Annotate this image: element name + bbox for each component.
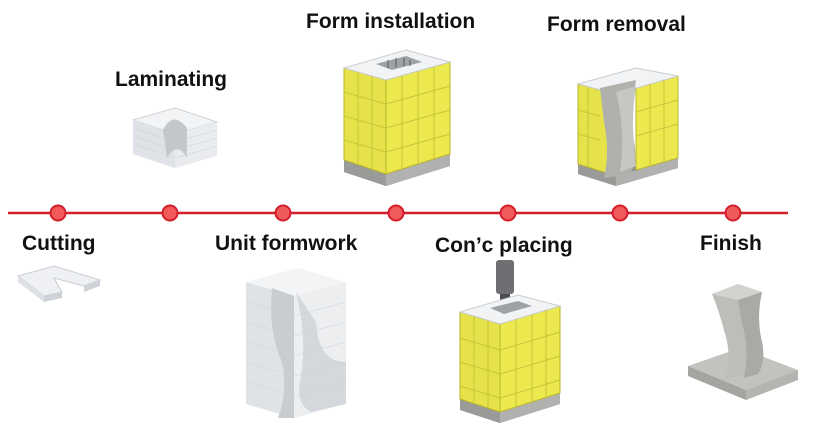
step-label-cutting: Cutting — [22, 232, 96, 255]
timeline-node-form-removal — [611, 204, 629, 222]
form-installation-illustration — [342, 49, 452, 186]
timeline-node-conc-placing — [499, 204, 517, 222]
conc-placing-illustration — [458, 260, 562, 423]
form-removal-illustration — [576, 67, 679, 186]
timeline-node-unit-formwork — [274, 204, 292, 222]
step-label-unit-formwork: Unit formwork — [215, 232, 358, 255]
timeline-node-laminating — [161, 204, 179, 222]
step-label-conc-placing: Con’c placing — [435, 234, 573, 257]
unit-formwork-illustration — [245, 268, 347, 418]
timeline-node-cutting — [49, 204, 67, 222]
cutting-illustration — [16, 265, 102, 302]
step-label-form-installation: Form installation — [306, 10, 476, 33]
step-label-laminating: Laminating — [115, 68, 228, 91]
step-label-form-removal: Form removal — [547, 13, 686, 36]
laminating-illustration — [131, 107, 219, 168]
finish-illustration — [688, 284, 798, 400]
timeline-node-form-installation — [387, 204, 405, 222]
timeline-node-finish — [724, 204, 742, 222]
step-label-finish: Finish — [700, 232, 762, 255]
